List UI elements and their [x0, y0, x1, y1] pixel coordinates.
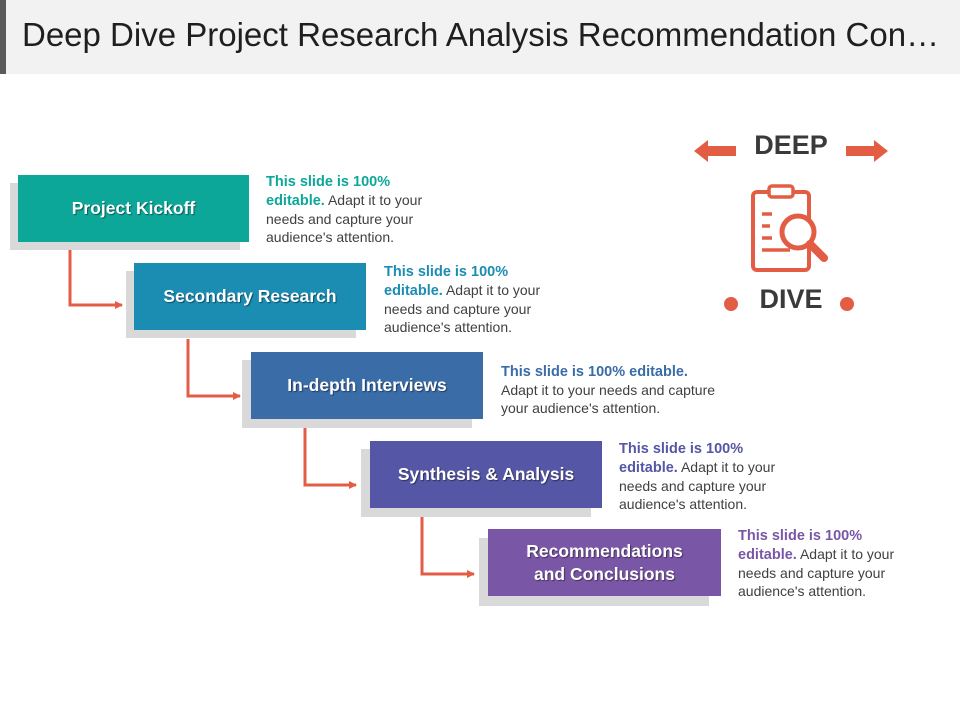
- title-accent-bar: [0, 0, 6, 74]
- dive-left-dot: [724, 297, 738, 311]
- right-arrow-icon: [846, 140, 888, 162]
- title-bar: Deep Dive Project Research Analysis Reco…: [0, 0, 960, 74]
- connector-3-4: [303, 428, 357, 489]
- connector-4-5: [420, 517, 475, 578]
- step-3-description: This slide is 100% editable. Adapt it to…: [501, 362, 726, 417]
- step-1-label: Project Kickoff: [71, 198, 196, 218]
- step-4-description: This slide is 100% editable. Adapt it to…: [619, 439, 799, 513]
- step-5-description: This slide is 100% editable. Adapt it to…: [738, 526, 918, 600]
- clipboard-magnifier-icon: [751, 184, 828, 272]
- step-4-label: Synthesis & Analysis: [397, 464, 575, 484]
- deep-label: DEEP: [754, 130, 828, 160]
- step-5-desc-highlight: This slide is 100% editable.: [738, 528, 863, 563]
- dive-label: DIVE: [759, 284, 823, 314]
- step-5-label: Recommendations and Conclusions: [526, 540, 683, 584]
- step-2-box: Secondary Research: [134, 263, 366, 330]
- step-2-desc-text: Adapt it to your needs and capture your …: [384, 282, 541, 335]
- left-arrow-icon: [694, 140, 736, 162]
- connector-2-3: [186, 339, 241, 400]
- step-4-box: Synthesis & Analysis: [370, 441, 602, 508]
- step-2-label: Secondary Research: [163, 286, 337, 306]
- step-4-desc-text: Adapt it to your needs and capture your …: [619, 459, 776, 512]
- step-2-desc-highlight: This slide is 100% editable.: [384, 264, 509, 299]
- dive-right-dot: [840, 297, 854, 311]
- step-1-box: Project Kickoff: [18, 175, 249, 242]
- step-3-desc-highlight: This slide is 100% editable.: [501, 364, 688, 380]
- step-3-label: In-depth Interviews: [287, 375, 447, 395]
- step-3-desc-text: Adapt it to your needs and capture your …: [501, 382, 716, 416]
- step-5-box: Recommendations and Conclusions: [488, 529, 721, 596]
- step-1-desc-text: Adapt it to your needs and capture your …: [266, 192, 423, 245]
- step-1-desc-highlight: This slide is 100% editable.: [266, 174, 391, 209]
- step-1-description: This slide is 100% editable. Adapt it to…: [266, 172, 446, 246]
- step-4-desc-highlight: This slide is 100% editable.: [619, 441, 744, 476]
- step-5-desc-text: Adapt it to your needs and capture your …: [738, 546, 895, 599]
- step-3-box: In-depth Interviews: [251, 352, 483, 419]
- step-2-description: This slide is 100% editable. Adapt it to…: [384, 262, 559, 336]
- connector-1-2: [68, 250, 123, 309]
